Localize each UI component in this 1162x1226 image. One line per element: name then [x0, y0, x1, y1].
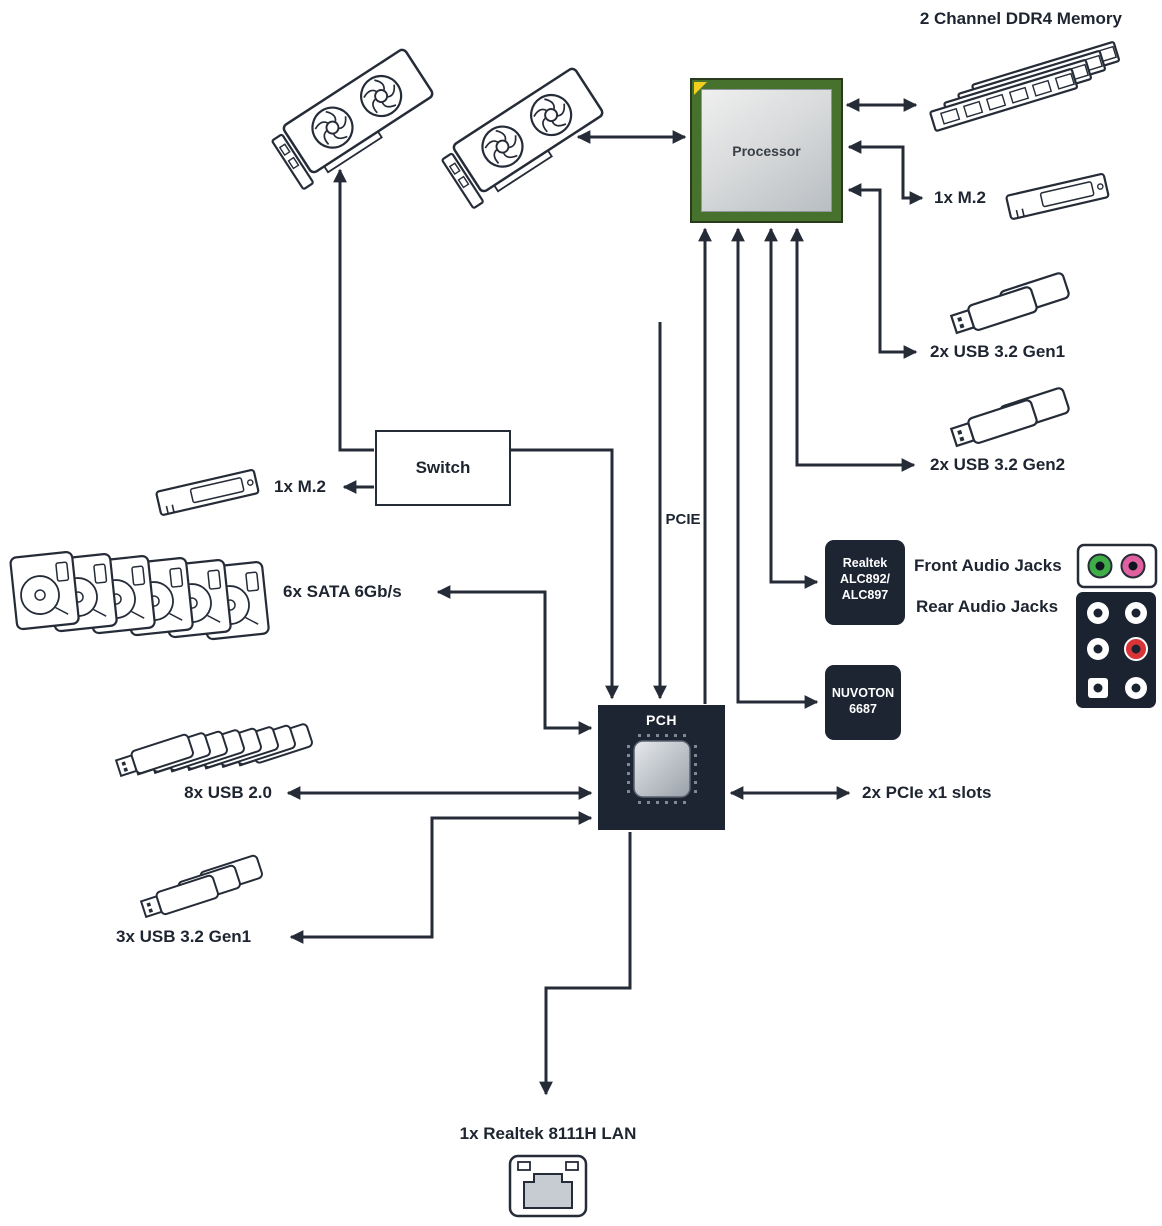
lan-port-icon	[508, 1154, 588, 1218]
processor-label: Processor	[701, 89, 832, 212]
usb-drive-icon	[114, 722, 315, 781]
realtek-line2: ALC892/	[839, 572, 891, 586]
switch-label: Switch	[415, 458, 471, 477]
pch-chip-icon	[627, 734, 697, 804]
label-usb20: 8x USB 2.0	[184, 783, 272, 802]
pch-node: PCH	[598, 705, 725, 830]
label-usb32-gen1-pch: 3x USB 3.2 Gen1	[116, 927, 252, 946]
link-cpu-usb-gen1	[847, 183, 918, 359]
label-m2-cpu: 1x M.2	[934, 188, 986, 207]
nuvoton-line2: 6687	[849, 702, 877, 716]
link-cpu-m2	[847, 140, 924, 205]
graphics-card-icon	[439, 67, 609, 208]
link-cpu-nuvoton	[731, 227, 819, 709]
label-front-audio: Front Audio Jacks	[914, 556, 1062, 575]
graphics-card-icon	[269, 48, 439, 189]
link-pch-lan	[539, 832, 632, 1096]
label-usb32-gen2-cpu: 2x USB 3.2 Gen2	[930, 455, 1066, 474]
label-ddr4-memory: 2 Channel DDR4 Memory	[919, 9, 1122, 28]
label-pcie-x1-slots: 2x PCIe x1 slots	[862, 783, 992, 802]
label-sata: 6x SATA 6Gb/s	[283, 582, 402, 601]
link-cpu-usb-gen2	[790, 227, 916, 472]
nuvoton-line1: NUVOTON	[831, 686, 895, 700]
label-m2-switch: 1x M.2	[274, 477, 326, 496]
front-audio-jacks-icon	[1076, 543, 1158, 589]
processor-node: Processor	[690, 78, 843, 223]
label-lan: 1x Realtek 8111H LAN	[459, 1124, 637, 1143]
realtek-line1: Realtek	[842, 556, 888, 570]
label-usb32-gen1-cpu: 2x USB 3.2 Gen1	[930, 342, 1066, 361]
link-switch-pch	[511, 448, 619, 700]
link-pch-sata	[436, 585, 593, 735]
pch-label: PCH	[645, 712, 678, 728]
ram-modules-icon	[928, 40, 1121, 133]
switch-node: Switch	[375, 430, 511, 506]
realtek-line3: ALC897	[841, 588, 889, 602]
label-rear-audio: Rear Audio Jacks	[916, 597, 1059, 616]
m2-ssd-icon	[154, 468, 260, 517]
usb-drive-icon	[139, 853, 265, 922]
sata-drives-icon	[8, 550, 271, 641]
link-pch-usb-gen1	[289, 811, 593, 944]
label-pcie: PCIE	[663, 510, 703, 530]
usb-drive-icon	[948, 270, 1072, 338]
nuvoton-node: NUVOTON 6687	[825, 665, 901, 740]
usb-drive-icon	[948, 385, 1072, 451]
link-switch-gpu1	[333, 168, 374, 452]
rear-audio-jacks-icon	[1076, 592, 1156, 708]
m2-ssd-icon	[1004, 172, 1110, 221]
realtek-audio-node: Realtek ALC892/ ALC897	[825, 540, 905, 625]
link-cpu-audio	[764, 227, 819, 589]
